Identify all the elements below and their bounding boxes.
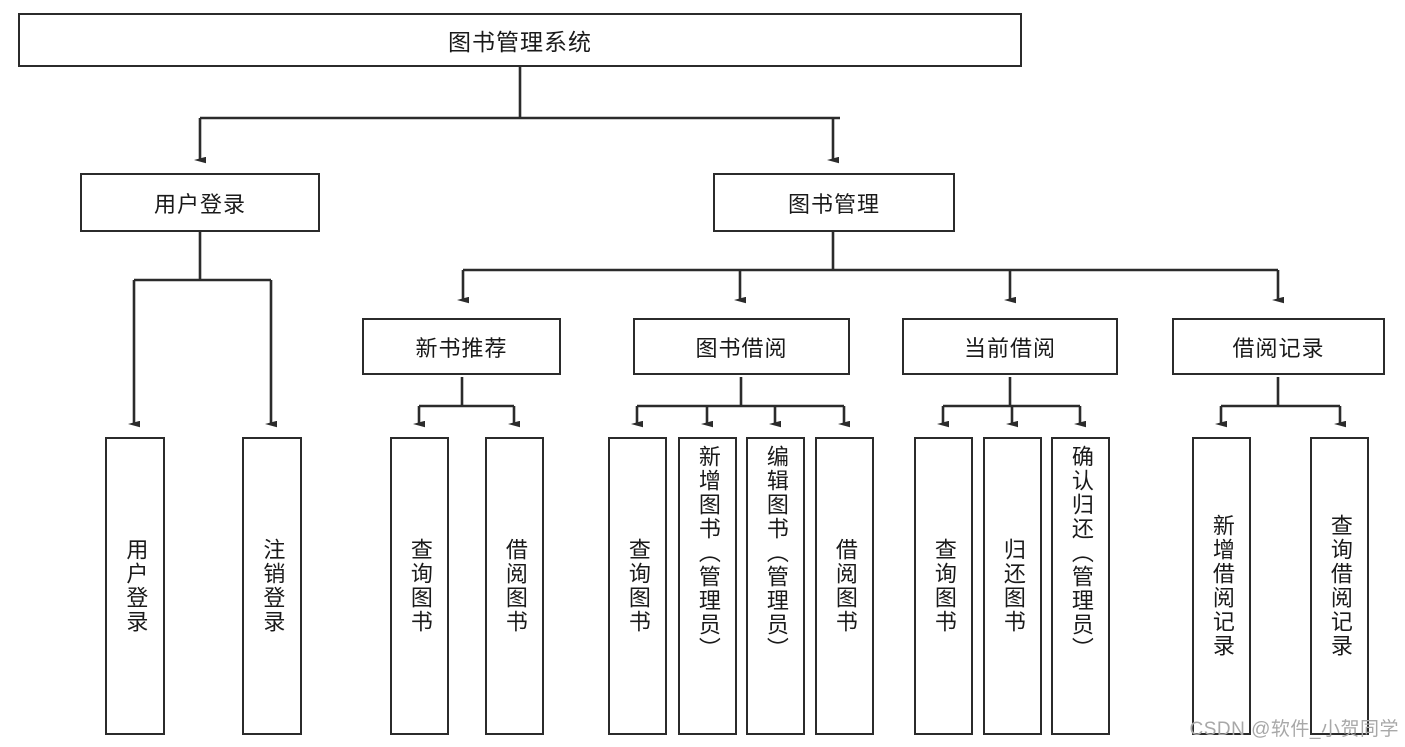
leaf-user-login-login[interactable]: 用户登录 xyxy=(105,437,165,735)
leaf-new-book-borrow-book[interactable]: 借阅图书 xyxy=(485,437,544,735)
node-user-login[interactable]: 用户登录 xyxy=(80,173,320,232)
node-book-borrow[interactable]: 图书借阅 xyxy=(633,318,850,375)
csdn-watermark: CSDN @软件_小贺同学 xyxy=(1189,719,1399,740)
leaf-current-confirm-return-admin[interactable]: 确认归还（管理员） xyxy=(1051,437,1110,735)
leaf-user-login-logout[interactable]: 注销登录 xyxy=(242,437,302,735)
node-current-borrow[interactable]: 当前借阅 xyxy=(902,318,1118,375)
leaf-borrow-borrow-book[interactable]: 借阅图书 xyxy=(815,437,874,735)
leaf-borrow-edit-book-admin[interactable]: 编辑图书（管理员） xyxy=(746,437,805,735)
node-new-book-recommend[interactable]: 新书推荐 xyxy=(362,318,561,375)
leaf-borrow-query-book[interactable]: 查询图书 xyxy=(608,437,667,735)
leaf-current-query-book[interactable]: 查询图书 xyxy=(914,437,973,735)
leaf-record-query-borrow-record[interactable]: 查询借阅记录 xyxy=(1310,437,1369,735)
node-book-management[interactable]: 图书管理 xyxy=(713,173,955,232)
leaf-borrow-add-book-admin[interactable]: 新增图书（管理员） xyxy=(678,437,737,735)
leaf-new-book-query-book[interactable]: 查询图书 xyxy=(390,437,449,735)
leaf-record-add-borrow-record[interactable]: 新增借阅记录 xyxy=(1192,437,1251,735)
leaf-current-return-book[interactable]: 归还图书 xyxy=(983,437,1042,735)
node-root-system[interactable]: 图书管理系统 xyxy=(18,13,1022,67)
node-borrow-record[interactable]: 借阅记录 xyxy=(1172,318,1385,375)
